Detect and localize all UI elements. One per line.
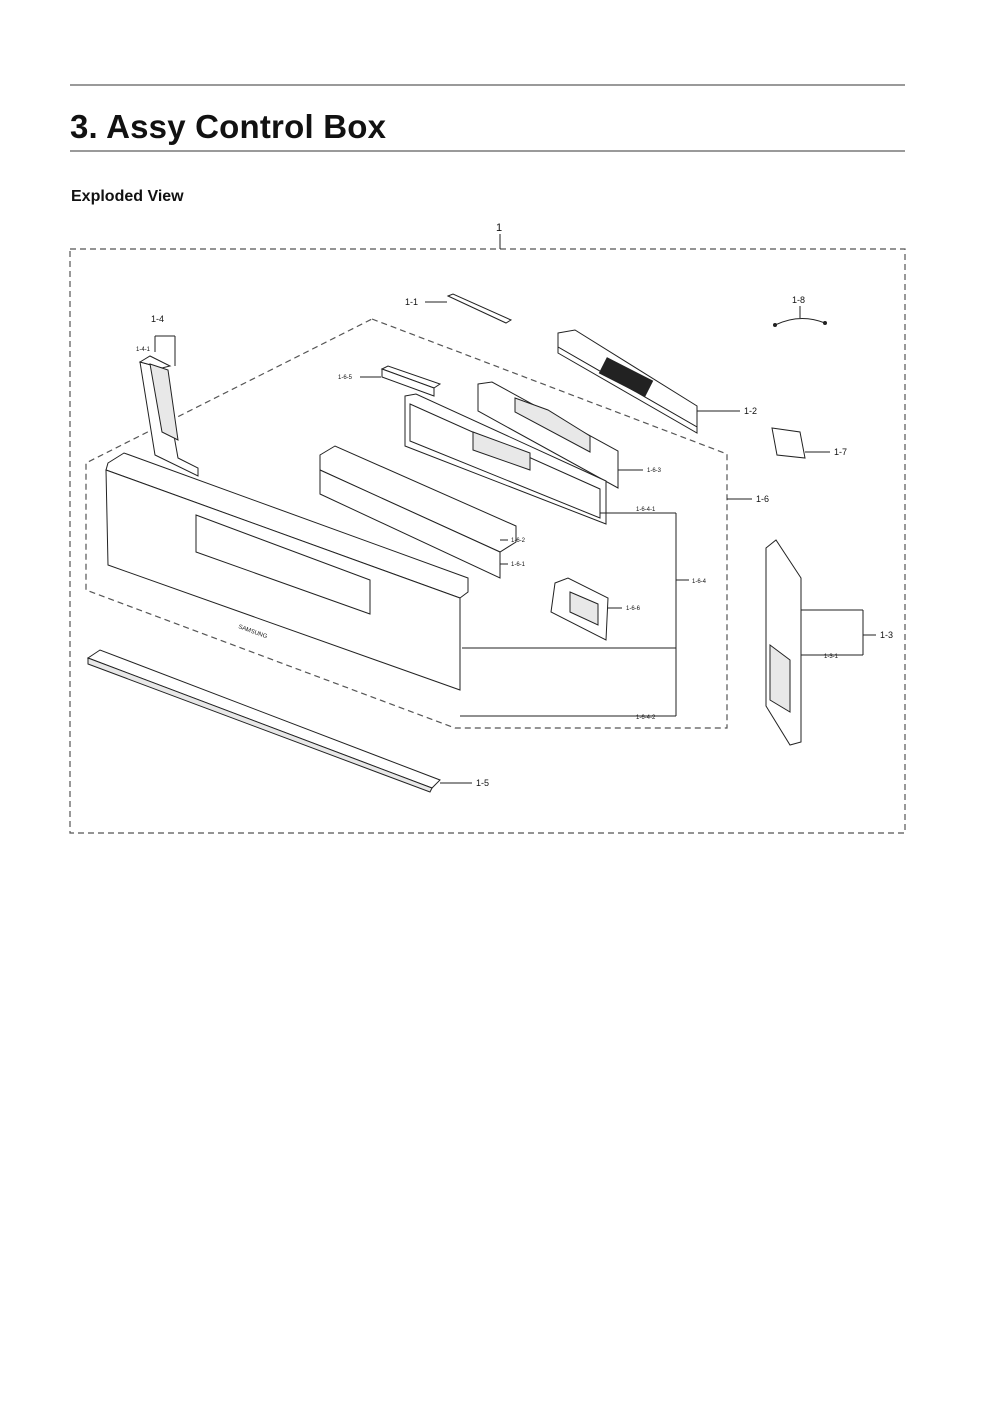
svg-text:1-6-1: 1-6-1 — [511, 562, 526, 568]
svg-text:1-3-1: 1-3-1 — [824, 654, 839, 660]
part-1-6-5: 1-6-5 — [338, 365, 442, 397]
part-1-6-2: 1-6-2 1-6-1 — [319, 445, 526, 579]
part-1-1: 1-1 — [405, 293, 513, 324]
page-title: 3. Assy Control Box — [70, 108, 387, 145]
svg-text:1-6-5: 1-6-5 — [338, 375, 353, 381]
part-1-6-4: 1-6-4-1 1-6-4 1-6-4-2 — [404, 393, 707, 721]
callout-1: 1 — [496, 222, 502, 234]
svg-text:1-6-3: 1-6-3 — [647, 468, 662, 474]
part-1-4: 1-4 1-4-1 — [136, 314, 199, 477]
svg-text:1-4: 1-4 — [151, 314, 164, 324]
part-1-8: 1-8 — [773, 295, 827, 327]
svg-text:SAMSUNG: SAMSUNG — [237, 624, 268, 640]
subassembly-1-6-boundary — [85, 318, 728, 729]
part-1-2: 1-2 — [557, 329, 757, 434]
svg-text:1-4-1: 1-4-1 — [136, 347, 151, 353]
svg-text:1-2: 1-2 — [744, 406, 757, 416]
part-1-6-front-panel: SAMSUNG 1-6 — [105, 452, 769, 691]
svg-text:1-1: 1-1 — [405, 297, 418, 307]
svg-text:1-5: 1-5 — [476, 778, 489, 788]
part-1-6-3: 1-6-3 — [477, 381, 662, 489]
svg-text:1-6-2: 1-6-2 — [511, 538, 526, 544]
svg-text:1-6: 1-6 — [756, 494, 769, 504]
part-1-6-6: 1-6-6 — [550, 577, 641, 641]
section-subtitle: Exploded View — [71, 188, 184, 205]
assembly-boundary — [69, 248, 906, 834]
svg-text:1-8: 1-8 — [792, 295, 805, 305]
part-1-5: 1-5 — [86, 649, 489, 793]
top-rule — [70, 84, 905, 86]
svg-text:1-6-4-2: 1-6-4-2 — [636, 715, 656, 721]
svg-text:1-6-4: 1-6-4 — [692, 579, 707, 585]
svg-text:1-6-4-1: 1-6-4-1 — [636, 507, 656, 513]
part-1-3: 1-3 1-3-1 — [765, 539, 893, 746]
part-1-7: 1-7 — [771, 427, 847, 459]
svg-text:1-3: 1-3 — [880, 630, 893, 640]
svg-text:1-6-6: 1-6-6 — [626, 606, 641, 612]
title-rule — [70, 150, 905, 152]
svg-text:1-7: 1-7 — [834, 447, 847, 457]
